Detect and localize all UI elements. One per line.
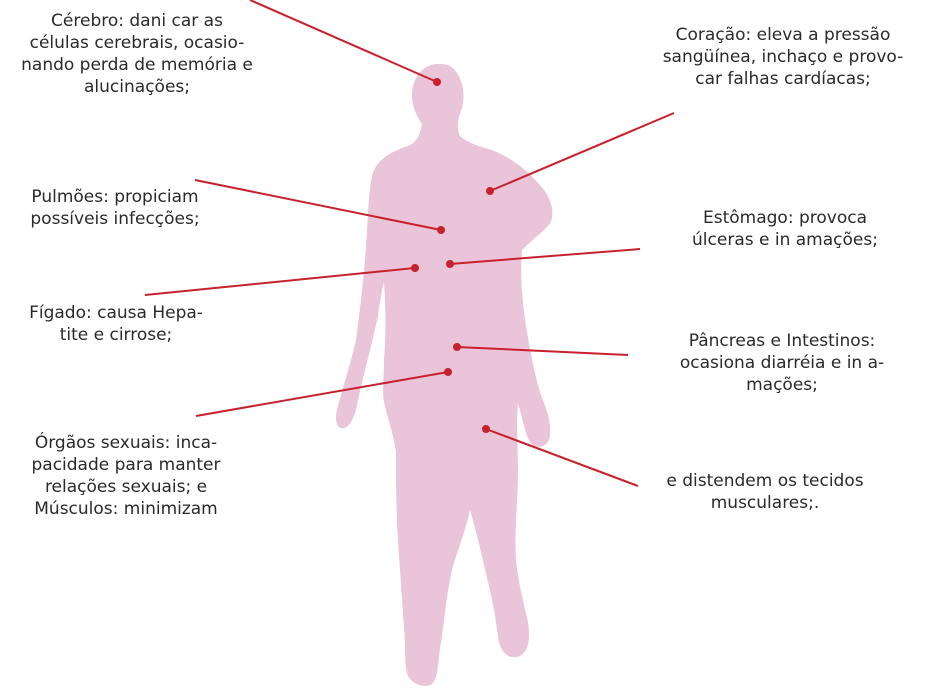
marker-figado bbox=[411, 264, 419, 272]
leader-line-cerebro bbox=[250, 0, 437, 82]
label-pulmoes: Pulmões: propiciam possíveis infecções; bbox=[0, 186, 230, 230]
marker-orgaos bbox=[444, 368, 452, 376]
label-figado: Fígado: causa Hepa- tite e cirrose; bbox=[0, 302, 232, 346]
silhouette-body bbox=[336, 64, 552, 686]
human-silhouette bbox=[336, 64, 552, 686]
label-pancreas: Pâncreas e Intestinos: ocasiona diarréia… bbox=[646, 330, 918, 396]
label-coracao: Coração: eleva a pressão sangüínea, inch… bbox=[648, 24, 918, 90]
label-orgaos: Órgãos sexuais: inca- pacidade para mant… bbox=[0, 432, 252, 520]
label-cerebro: Cérebro: dani car as células cerebrais, … bbox=[6, 10, 268, 98]
label-musculos: e distendem os tecidos musculares;. bbox=[640, 470, 890, 514]
marker-estomago bbox=[446, 260, 454, 268]
label-estomago: Estômago: provoca úlceras e in amações; bbox=[650, 207, 920, 251]
marker-coracao bbox=[486, 187, 494, 195]
leader-line-coracao bbox=[490, 113, 674, 191]
marker-musculos bbox=[482, 425, 490, 433]
marker-pulmoes bbox=[437, 226, 445, 234]
marker-cerebro bbox=[433, 78, 441, 86]
marker-pancreas bbox=[453, 343, 461, 351]
